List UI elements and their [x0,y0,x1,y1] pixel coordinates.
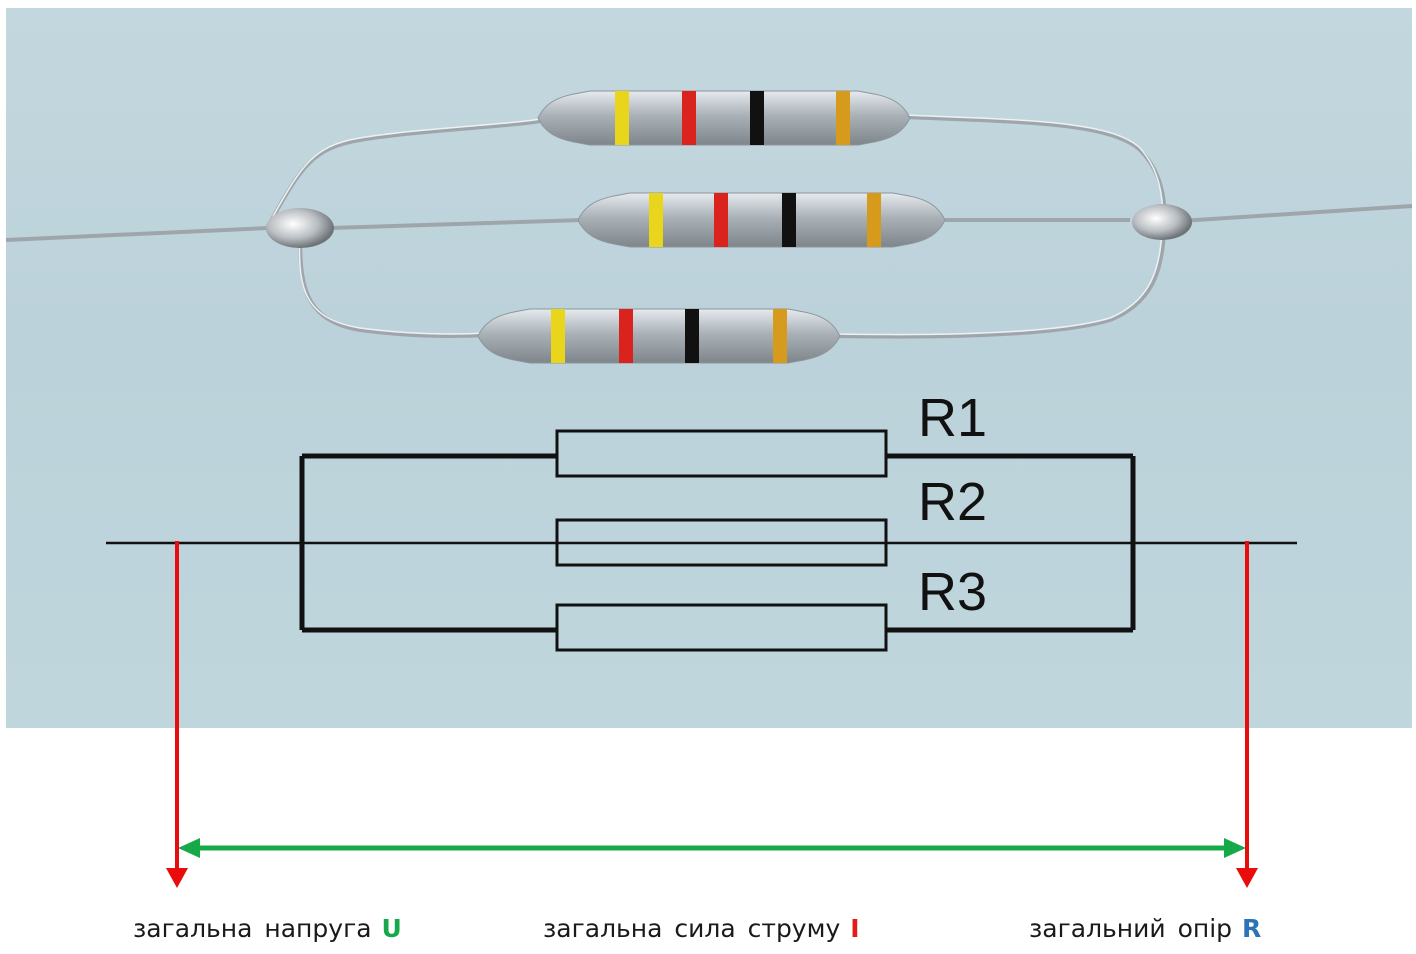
photo-wires-highlight [267,114,1164,336]
resistor-label-r2: R2 [918,472,987,532]
color-band [867,193,881,247]
resistor-body [477,308,841,364]
junction-right [1132,204,1192,240]
total-current-label: загальна сила струму I [543,914,860,954]
color-band [782,193,796,247]
span-arrow-left-head [178,838,200,858]
photo-resistor-bottom [477,308,841,364]
right-pointer-arrowhead [1236,868,1258,888]
schematic [106,429,1297,652]
resistance-symbol: R [1242,914,1262,943]
span-arrow-right-head [1224,838,1246,858]
resistor-label-r3: R3 [918,562,987,622]
photo-resistor-top [537,90,911,146]
voltage-symbol: U [381,914,402,943]
resistor-body [577,192,946,248]
resistor-label-r1: R1 [918,388,987,448]
color-band [714,193,728,247]
color-band [685,309,699,363]
total-resistance-text: загальний опір [1029,914,1233,943]
resistor-body [537,90,911,146]
resistor-labels: R1 R2 R3 [918,388,987,622]
resistor-r3-symbol [555,603,888,652]
total-current-text: загальна сила струму [543,914,841,943]
color-band [649,193,663,247]
pointer-arrows [166,541,1258,888]
color-band [551,309,565,363]
color-band [619,309,633,363]
total-resistance-label: загальний опір R [1029,914,1261,954]
total-voltage-label: загальна напруга U [133,914,402,954]
left-pointer-arrowhead [166,868,188,888]
span-arrow [178,838,1246,858]
color-band [773,309,787,363]
photo-resistor-middle [577,192,946,248]
color-band [615,91,629,145]
junction-left [266,208,334,248]
color-band [750,91,764,145]
resistor-r1-symbol [555,429,888,478]
current-symbol: I [850,914,860,943]
color-band [836,91,850,145]
resistor-r2-symbol [555,518,888,567]
total-voltage-text: загальна напруга [133,914,372,943]
color-band [682,91,696,145]
photo-resistors [477,90,946,364]
